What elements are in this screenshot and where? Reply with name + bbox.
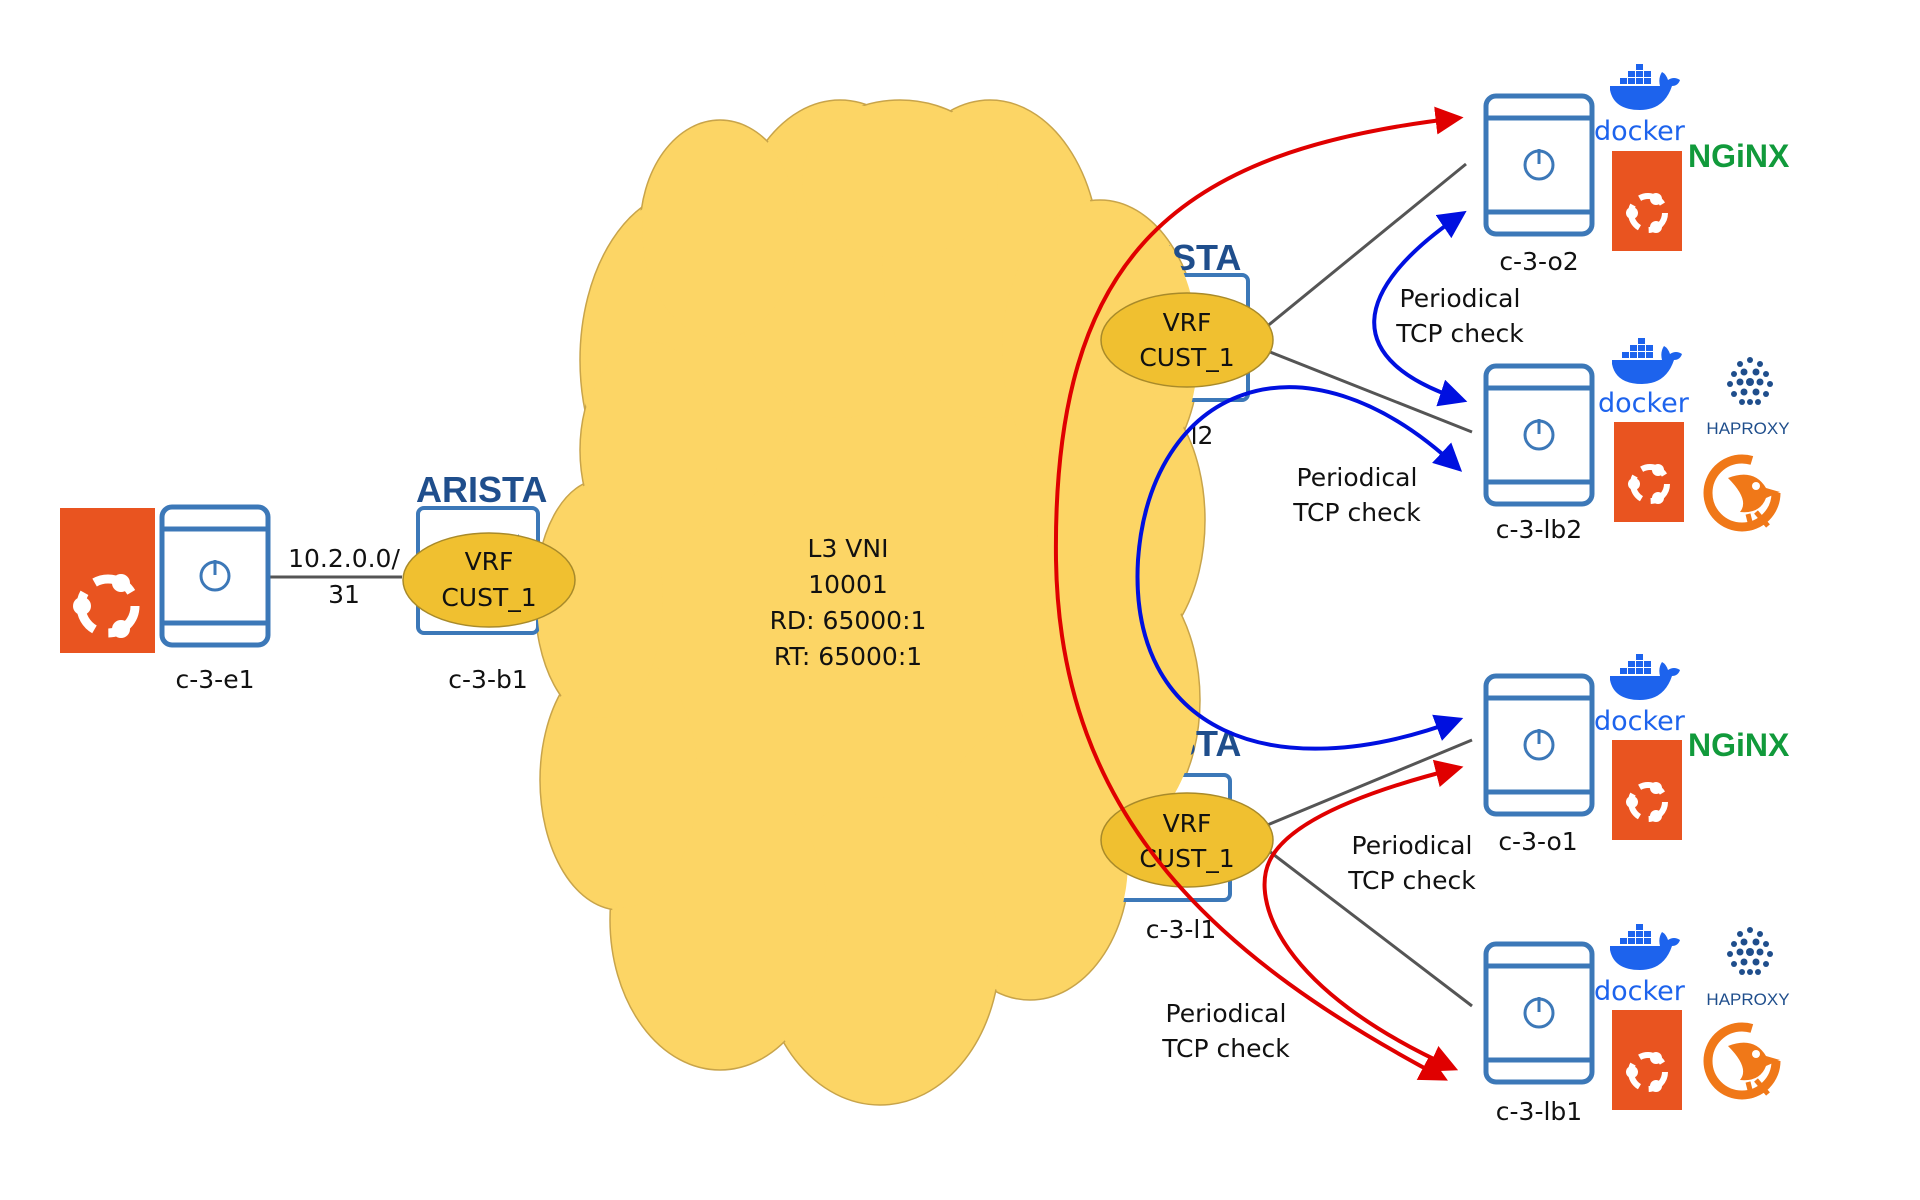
cloud-title: L3 VNI: [808, 534, 889, 563]
vrf-b1[interactable]: VRF CUST_1: [402, 532, 576, 628]
check-label-line2: TCP check: [1395, 319, 1524, 348]
red-arrow-lb1-to-o2: [1053, 106, 1464, 1081]
server-icon: [1486, 366, 1592, 504]
vrf-label-line1: VRF: [1163, 809, 1212, 838]
vrf-label-line1: VRF: [465, 547, 514, 576]
node-label-c-3-lb1: c-3-lb1: [1496, 1097, 1582, 1126]
vrf-label-line2: CUST_1: [441, 583, 536, 612]
haproxy-bird-icon: [1708, 459, 1780, 530]
vrf-label-line2: CUST_1: [1139, 343, 1234, 372]
vrf-label-line2: CUST_1: [1139, 844, 1234, 873]
cloud-lobe-fill: [802, 102, 998, 258]
node-label-c-3-lb2: c-3-lb2: [1496, 515, 1582, 544]
cloud-lobe-fill: [582, 342, 718, 558]
host-c-3-lb2[interactable]: docker HAPROXY c-3-lb2: [1486, 338, 1790, 544]
cloud-vni: 10001: [808, 570, 888, 599]
node-label-c-3-o2: c-3-o2: [1499, 247, 1578, 276]
blue-arrow-lb2-o1: [1135, 385, 1464, 751]
server-icon: [1486, 944, 1592, 1082]
node-label-c-3-e1: c-3-e1: [176, 665, 255, 694]
cloud-rd: RD: 65000:1: [770, 606, 927, 635]
cloud-overlay: [537, 102, 1203, 1103]
red-arrow-l1-lb1-o1: [1262, 759, 1464, 1072]
ubuntu-icon: [60, 508, 155, 653]
docker-whale-icon: [1610, 654, 1680, 700]
check-label-line1: Periodical: [1400, 284, 1521, 313]
cloud-text: L3 VNI 10001 RD: 65000:1 RT: 65000:1: [770, 534, 927, 671]
docker-whale-icon: [1612, 338, 1682, 384]
nginx-logo: NGiNX: [1688, 727, 1790, 763]
cloud-lobe-fill: [542, 652, 698, 908]
haproxy-logo: HAPROXY: [1706, 419, 1789, 438]
haproxy-logo-icon: [1725, 355, 1775, 405]
check-label-1: Periodical TCP check: [1395, 284, 1524, 348]
server-icon: [1486, 676, 1592, 814]
haproxy-logo: HAPROXY: [1706, 990, 1789, 1009]
check-label-line2: TCP check: [1347, 866, 1476, 895]
check-label-line1: Periodical: [1297, 463, 1418, 492]
server-icon: [1486, 96, 1592, 234]
check-label-3: Periodical TCP check: [1347, 831, 1476, 895]
blue-arrow-o2-lb2: [1372, 210, 1468, 407]
ubuntu-icon: [1614, 422, 1684, 522]
check-label-line1: Periodical: [1352, 831, 1473, 860]
docker-logo: docker: [1598, 388, 1690, 419]
docker-logo: docker: [1594, 706, 1686, 737]
link-subnet-line1: 10.2.0.0/: [288, 544, 400, 573]
vrf-label-line1: VRF: [1163, 308, 1212, 337]
host-c-3-e1[interactable]: c-3-e1: [60, 507, 268, 694]
host-c-3-lb1[interactable]: docker HAPROXY c-3-lb1: [1486, 924, 1790, 1126]
vrf-l2[interactable]: VRF CUST_1: [1100, 292, 1274, 388]
node-label-c-3-b1: c-3-b1: [448, 665, 527, 694]
switch-c-3-b1[interactable]: ARISTA: [416, 469, 547, 635]
haproxy-bird-icon: [1708, 1027, 1780, 1098]
check-label-line2: TCP check: [1161, 1034, 1290, 1063]
tcp-check-arrows: [1053, 106, 1468, 1081]
ubuntu-icon: [1612, 1010, 1682, 1110]
check-label-4: Periodical TCP check: [1161, 999, 1290, 1063]
node-label-c-3-o1: c-3-o1: [1498, 827, 1577, 856]
docker-logo: docker: [1594, 116, 1686, 147]
cloud-lobe-fill: [642, 122, 798, 338]
check-label-line1: Periodical: [1166, 999, 1287, 1028]
ubuntu-icon: [1612, 151, 1682, 251]
check-label-line2: TCP check: [1292, 498, 1421, 527]
docker-whale-icon: [1610, 924, 1680, 970]
haproxy-logo-icon: [1725, 925, 1775, 975]
vrf-l1[interactable]: VRF CUST_1: [1100, 792, 1274, 888]
server-icon: [162, 507, 268, 645]
docker-whale-icon: [1610, 64, 1680, 110]
cloud-rt: RT: 65000:1: [774, 642, 922, 671]
link-l1-o1: [1264, 738, 1473, 828]
node-label-l2: l2: [1191, 421, 1214, 450]
host-c-3-o1[interactable]: docker NGiNX c-3-o1: [1486, 654, 1790, 856]
node-label-c-3-l1: c-3-l1: [1146, 915, 1217, 944]
link-subnet-line2: 31: [328, 580, 360, 609]
host-c-3-o2[interactable]: docker NGiNX c-3-o2: [1486, 64, 1790, 276]
ubuntu-icon: [1612, 740, 1682, 840]
nginx-logo: NGiNX: [1688, 138, 1790, 174]
arista-logo: ARISTA: [416, 469, 547, 510]
docker-logo: docker: [1594, 976, 1686, 1007]
check-label-2: Periodical TCP check: [1292, 463, 1421, 527]
